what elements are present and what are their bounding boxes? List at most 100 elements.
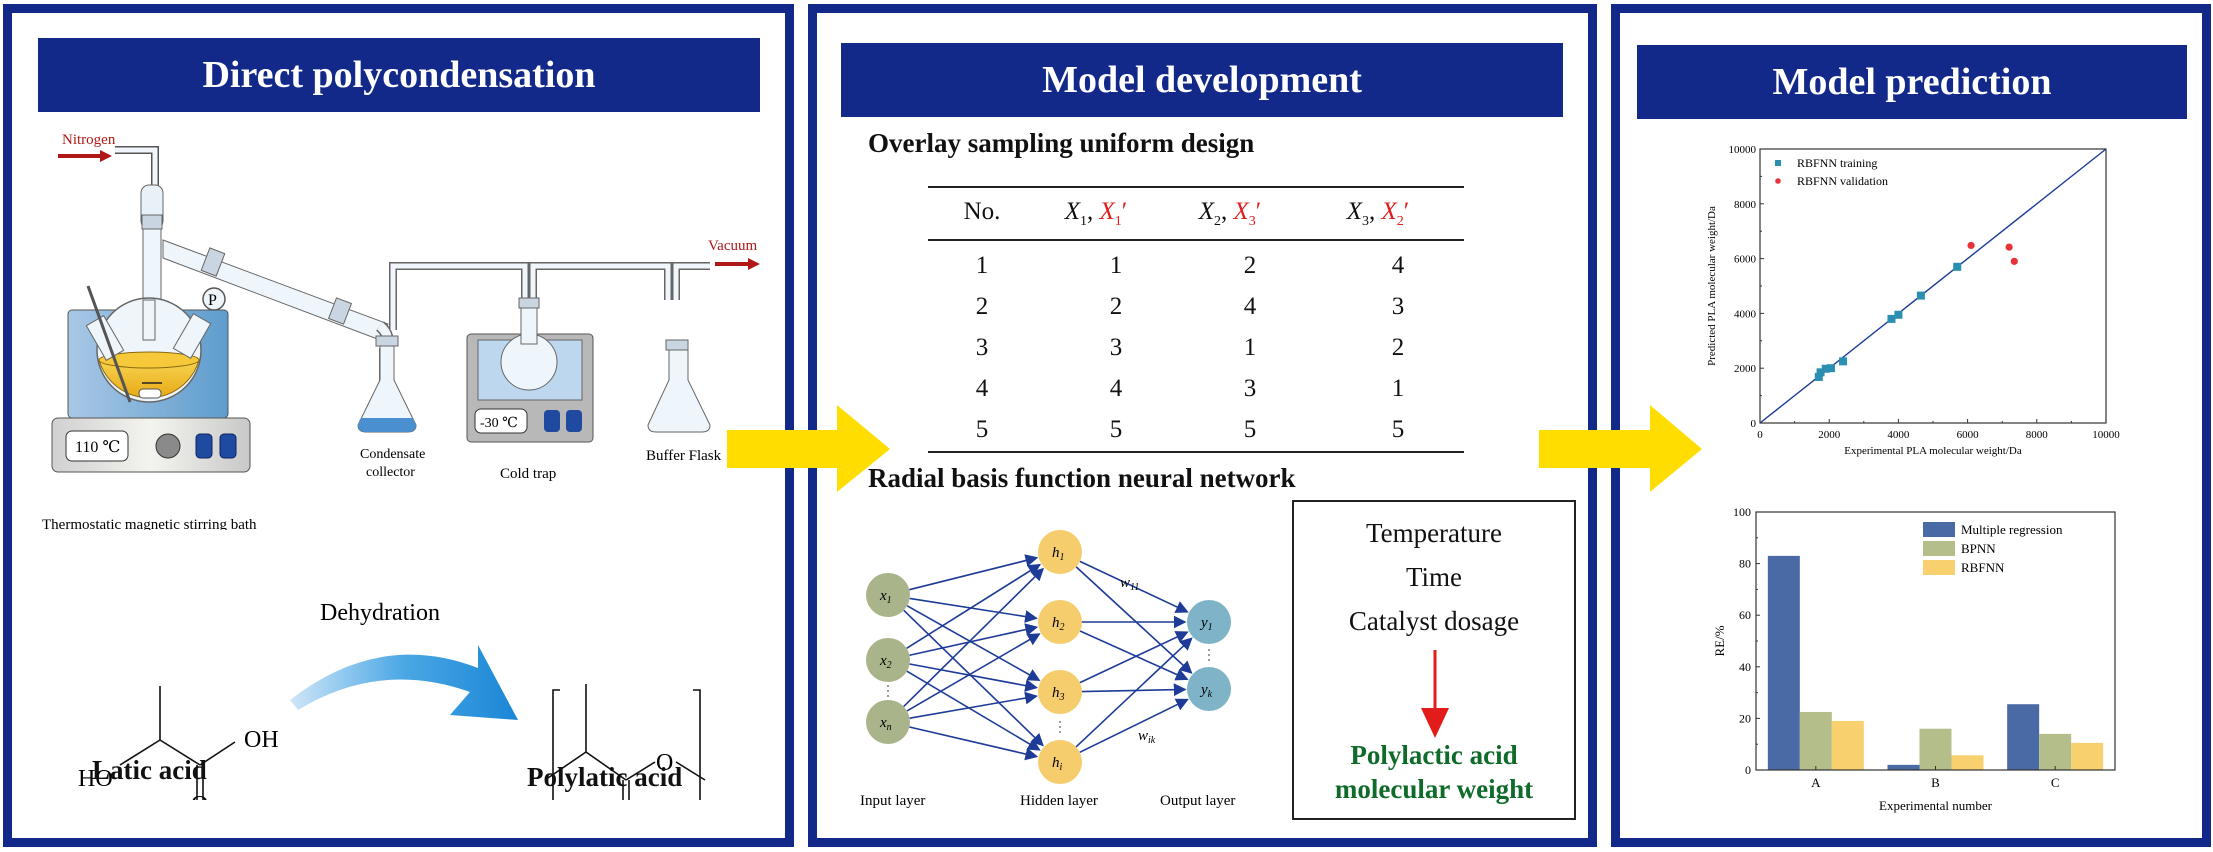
table-cell: 5: [1109, 416, 1123, 443]
table-cell: 2: [1109, 293, 1123, 320]
table-header-x1: X1, X1′: [1064, 198, 1128, 229]
training-point: [1887, 314, 1896, 323]
input-node: x1: [866, 573, 910, 617]
svg-text:yk: yk: [1199, 682, 1213, 700]
table-cell: 5: [975, 416, 989, 443]
network-edge: [1079, 560, 1189, 613]
network-edge: [1079, 698, 1189, 754]
svg-text:xn: xn: [879, 715, 892, 733]
network-edge: [903, 567, 1045, 708]
network-edge: [1075, 637, 1193, 748]
bar-rbfnn: [2071, 742, 2104, 770]
reactant-name: Latic acid: [92, 755, 207, 785]
x-tick-label: 6000: [1957, 429, 1980, 441]
nitrogen-label: Nitrogen: [62, 132, 116, 148]
y-tick-label: 6000: [1734, 254, 1757, 266]
legend-label: RBFNN validation: [1797, 174, 1888, 188]
ellipsis-dot: [887, 690, 889, 692]
cold-trap-label: Cold trap: [500, 466, 556, 482]
y-tick-label: 2000: [1734, 363, 1757, 375]
reference-line: [1759, 148, 2107, 424]
table-header-x2: X2, X3′: [1198, 198, 1262, 229]
atom-HO: HO: [78, 766, 113, 792]
atom-O-ester: O: [656, 750, 673, 776]
bar-multiple-regression: [1767, 555, 1800, 770]
factor-temperature: Temperature: [1365, 518, 1503, 548]
table-cell: 4: [1109, 375, 1123, 402]
table-cell: 3: [1243, 375, 1257, 402]
training-point: [1953, 262, 1962, 271]
flow-arrow-1-icon: [727, 405, 890, 492]
network-edge: [909, 691, 1038, 720]
input-node: xn: [866, 700, 910, 744]
nitrogen-arrow-icon: [58, 150, 112, 162]
legend-label: RBFNN training: [1797, 156, 1877, 170]
condensate-label-line1: Condensate: [360, 447, 425, 462]
legend-marker-training: [1775, 160, 1781, 166]
cold-trap-temperature-display: -30 ℃: [480, 416, 518, 431]
training-point: [1816, 368, 1825, 377]
network-edge: [906, 670, 1041, 751]
y-tick-label: 0: [1745, 763, 1751, 777]
training-point: [1916, 291, 1925, 300]
hidden-node: h3: [1038, 670, 1082, 714]
factors-box: Temperature Time Catalyst dosage Polylac…: [1292, 500, 1576, 820]
y-tick-label: 0: [1751, 418, 1757, 430]
y-tick-label: 10000: [1729, 144, 1757, 156]
vacuum-label: Vacuum: [708, 238, 757, 254]
panel-title-model-development: Model development: [841, 43, 1563, 117]
table-cell: 5: [1243, 416, 1257, 443]
pressure-gauge-icon: P: [208, 292, 217, 309]
ellipsis-dot: [1208, 659, 1210, 661]
network-edge: [909, 554, 1039, 591]
network-edge: [1081, 683, 1187, 697]
network-edge: [1079, 631, 1189, 684]
product-name: Polylatic acid: [527, 762, 683, 792]
table-cell: 4: [975, 375, 989, 402]
network-edge: [903, 609, 1044, 747]
output-node: y1: [1187, 600, 1231, 644]
factor-time: Time: [1405, 562, 1463, 592]
legend-label: Multiple regression: [1961, 522, 2063, 537]
bath-temperature-display: 110 ℃: [75, 439, 120, 456]
network-edge: [906, 633, 1041, 712]
y-tick-label: 80: [1739, 557, 1751, 571]
network-edge: [906, 563, 1042, 649]
bar-multiple-regression: [2007, 704, 2040, 770]
table-cell: 2: [1243, 252, 1257, 279]
validation-point: [2010, 257, 2018, 265]
table-cell: 4: [1391, 252, 1405, 279]
x-axis-label: Experimental number: [1879, 798, 1993, 813]
training-point: [1894, 310, 1903, 319]
dehydration-arrow-icon: [290, 645, 518, 720]
svg-text:x2: x2: [879, 653, 892, 671]
table-header-x3: X3, X2′: [1346, 198, 1410, 229]
y-tick-label: 8000: [1734, 199, 1757, 211]
ellipsis-dot: [1208, 649, 1210, 651]
design-heading: Overlay sampling uniform design: [868, 128, 1255, 158]
bar-bpnn: [2039, 733, 2072, 770]
buffer-flask-label: Buffer Flask: [646, 448, 722, 464]
bar-bpnn: [1799, 711, 1832, 770]
output-node: yk: [1187, 667, 1231, 711]
table-cell: 1: [1391, 375, 1405, 402]
table-cell: 1: [975, 252, 989, 279]
y-tick-label: 20: [1739, 711, 1751, 725]
table-cell: 5: [1391, 416, 1405, 443]
x-tick-label: 10000: [2092, 429, 2120, 441]
panel-model-prediction: [1611, 4, 2211, 847]
bath-label: Thermostatic magnetic stirring bath: [42, 517, 257, 530]
svg-text:h3: h3: [1052, 685, 1065, 703]
flow-arrow-2-icon: [1539, 405, 1702, 492]
x-axis-label: Experimental PLA molecular weight/Da: [1844, 445, 2022, 457]
y-axis-label: RE/%: [1712, 625, 1727, 656]
input-node: x2: [866, 638, 910, 682]
network-edge: [1075, 566, 1193, 674]
x-tick-label: 8000: [2026, 429, 2049, 441]
svg-text:hi: hi: [1052, 755, 1063, 773]
hidden-node: h2: [1038, 600, 1082, 644]
ellipsis-dot: [887, 685, 889, 687]
hidden-node: hi: [1038, 740, 1082, 784]
y-tick-label: 60: [1739, 608, 1751, 622]
